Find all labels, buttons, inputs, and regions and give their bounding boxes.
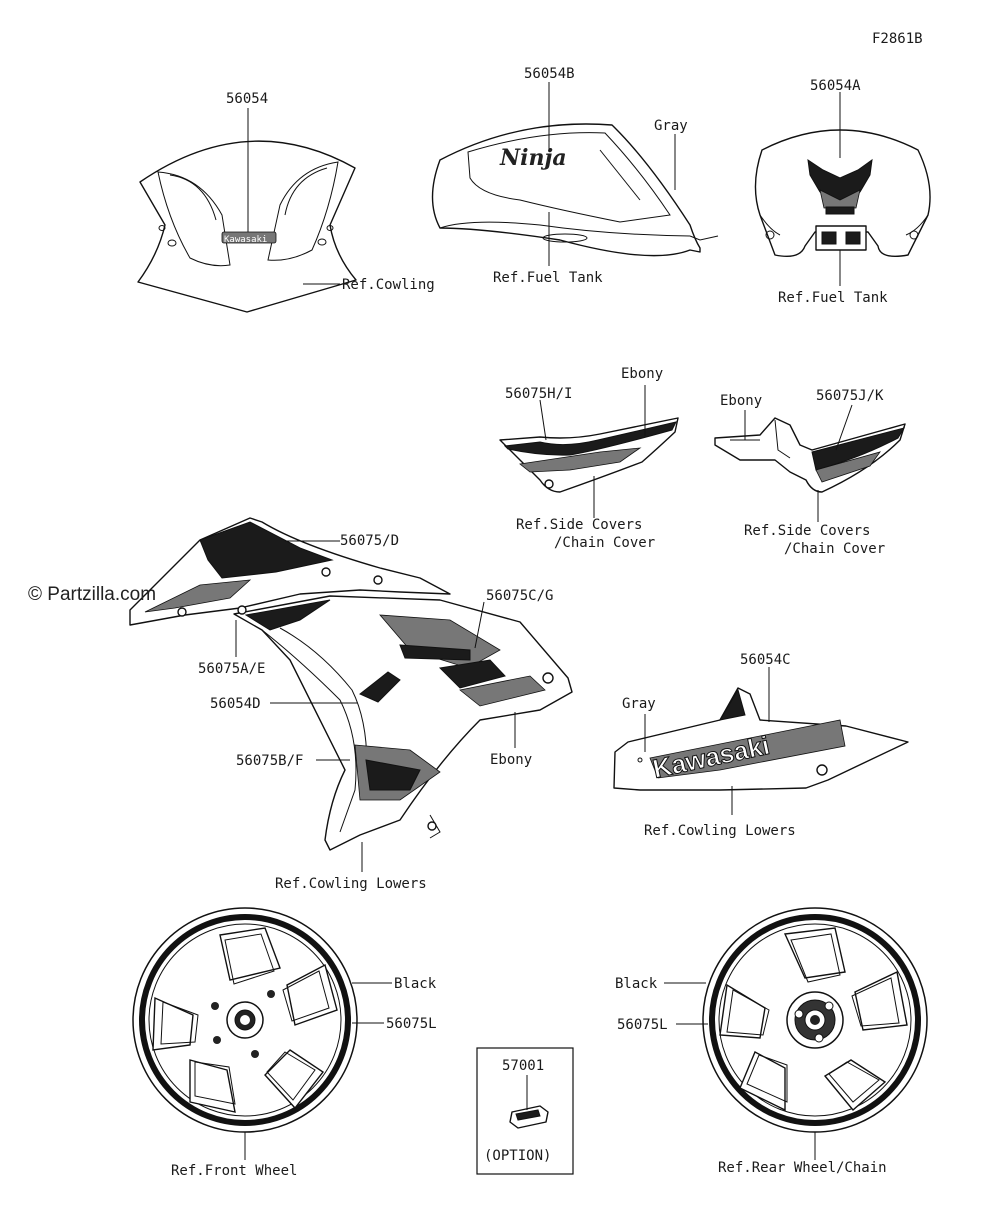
label-ebony-cowl: Ebony — [490, 752, 532, 768]
label-ebony-side: Ebony — [621, 366, 663, 382]
label-ebony-tail: Ebony — [720, 393, 762, 409]
tank-top-view — [754, 129, 931, 258]
label-56075L-front: 56075L — [386, 1016, 437, 1032]
label-ref-side-covers-2a: Ref.Side Covers — [744, 523, 870, 539]
label-ref-cowling-lowers-2: Ref.Cowling Lowers — [644, 823, 796, 839]
label-ref-fuel-tank-2: Ref.Fuel Tank — [778, 290, 888, 306]
label-ref-cowling: Ref.Cowling — [342, 277, 435, 293]
tail-cover — [714, 417, 906, 493]
label-56075CG: 56075C/G — [486, 588, 553, 604]
windscreen: Kawasaki — [137, 140, 357, 313]
label-56075L-rear: 56075L — [617, 1017, 668, 1033]
label-56075AE: 56075A/E — [198, 661, 265, 677]
label-56075BF: 56075B/F — [236, 753, 303, 769]
label-ref-side-covers-2b: /Chain Cover — [784, 541, 885, 557]
label-gray-lower: Gray — [622, 696, 656, 712]
fuel-tank: Ninja — [431, 123, 719, 257]
label-ref-rear-wheel: Ref.Rear Wheel/Chain — [718, 1160, 887, 1176]
label-ref-side-covers-1a: Ref.Side Covers — [516, 517, 642, 533]
label-black-rear: Black — [615, 976, 658, 992]
label-ref-front-wheel: Ref.Front Wheel — [171, 1163, 297, 1179]
label-56054B: 56054B — [524, 66, 575, 82]
label-56075D: 56075/D — [340, 533, 399, 549]
option-box — [476, 1047, 574, 1175]
watermark: © Partzilla.com — [28, 584, 156, 605]
label-ref-fuel-tank-1: Ref.Fuel Tank — [493, 270, 603, 286]
label-56054D: 56054D — [210, 696, 261, 712]
side-cover — [499, 417, 679, 493]
rear-wheel — [702, 907, 928, 1133]
decal-ninja: Ninja — [499, 145, 567, 171]
label-56075JK: 56075J/K — [816, 388, 884, 404]
side-cowling — [129, 517, 573, 851]
label-56054: 56054 — [226, 91, 268, 107]
figure-code: F2861B — [872, 31, 923, 47]
decal-kawasaki-screen: Kawasaki — [224, 235, 267, 245]
label-ref-side-covers-1b: /Chain Cover — [554, 535, 655, 551]
label-56054C: 56054C — [740, 652, 791, 668]
label-57001: 57001 — [502, 1058, 544, 1074]
label-black-front: Black — [394, 976, 437, 992]
label-56054A: 56054A — [810, 78, 861, 94]
label-56075HI: 56075H/I — [505, 386, 572, 402]
label-option: (OPTION) — [484, 1148, 551, 1164]
label-gray-tank: Gray — [654, 118, 688, 134]
lower-cowl: Kawasaki — [613, 687, 909, 791]
label-ref-cowling-lowers-1: Ref.Cowling Lowers — [275, 876, 427, 892]
front-wheel — [132, 907, 358, 1133]
